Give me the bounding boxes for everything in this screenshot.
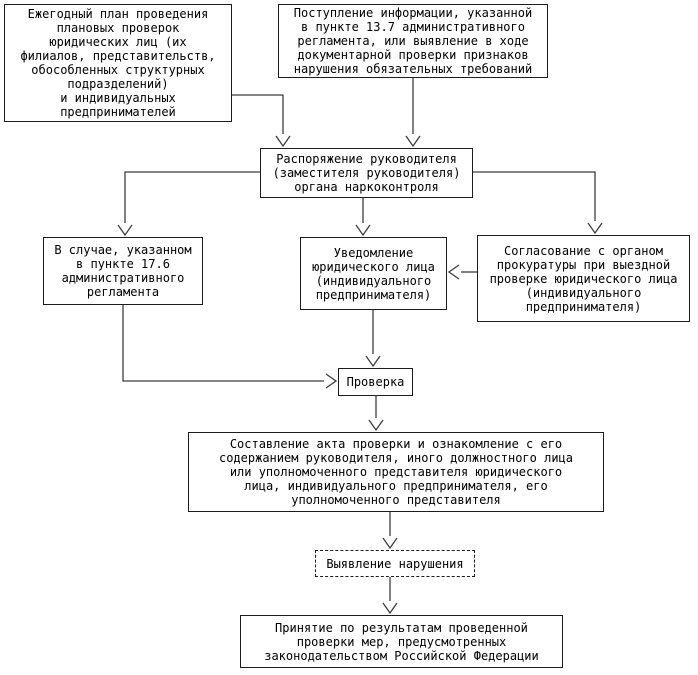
arrow-violation-to-measures (382, 577, 398, 615)
node-order: Распоряжение руководителя (заместителя р… (260, 148, 473, 198)
node-measures: Принятие по результатам проведенной пров… (240, 615, 563, 668)
node-approval: Согласование с органом прокуратуры при в… (477, 235, 690, 322)
node-violation: Выявление нарушения (315, 550, 475, 577)
arrow-order-to-notification (355, 198, 371, 237)
arrow-approval-to-notification (447, 264, 477, 280)
arrow-order-to-approval (473, 171, 603, 235)
arrow-order-to-case (117, 171, 260, 237)
arrow-inspection-to-act (368, 396, 384, 432)
node-annual-plan: Ежегодный план проведения плановых прове… (4, 4, 232, 122)
node-act: Составление акта проверки и ознакомление… (188, 432, 604, 512)
arrow-act-to-violation (382, 512, 398, 550)
node-case-17-6: В случае, указанном в пункте 17.6 админи… (43, 237, 203, 305)
node-notification: Уведомление юридического лица (индивидуа… (300, 237, 447, 310)
arrow-annual-plan-to-order (232, 94, 291, 148)
node-inspection: Проверка (338, 368, 413, 396)
node-info-receipt: Поступление информации, указанной в пунк… (278, 4, 548, 78)
arrow-info-receipt-to-order (405, 78, 421, 148)
arrow-notification-to-inspection (365, 310, 381, 368)
arrow-case-to-inspection (122, 305, 338, 389)
